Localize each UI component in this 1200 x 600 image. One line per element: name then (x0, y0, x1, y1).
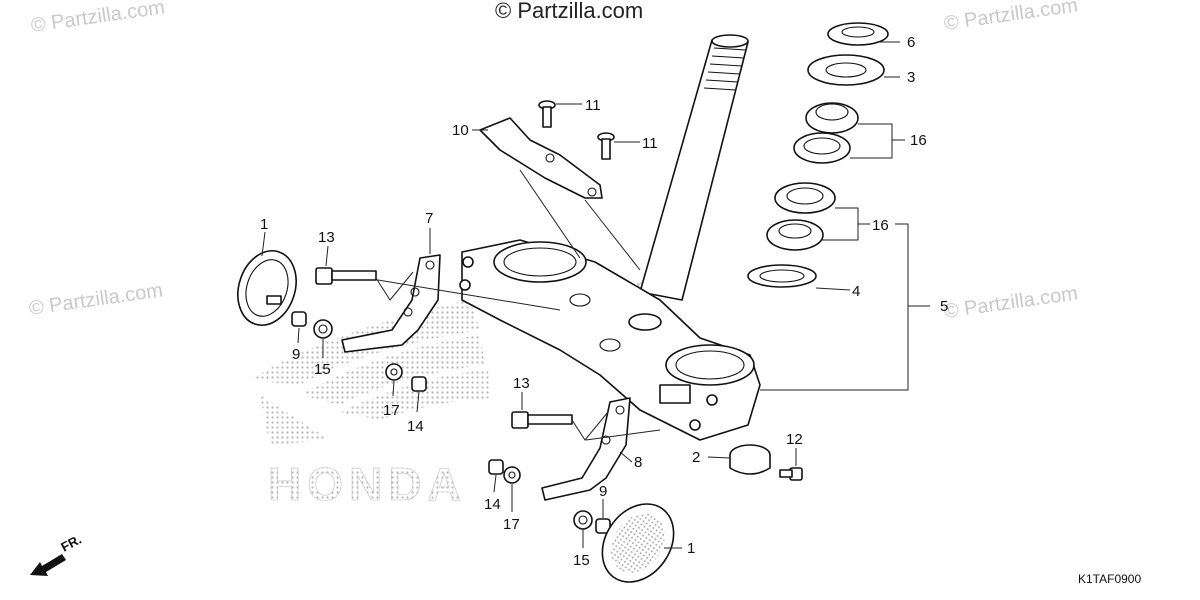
bracket-10 (479, 117, 603, 199)
washer-15-right (573, 510, 593, 530)
watermark-mid-right: © Partzilla.com (943, 282, 1080, 323)
callout-1-left: 1 (260, 216, 268, 233)
callout-7: 7 (425, 210, 433, 227)
callout-5: 5 (940, 298, 948, 315)
nut-14-left (411, 376, 427, 392)
honda-brand-watermark: HONDA (268, 458, 467, 510)
copyright-notice: © Partzilla.com (495, 0, 643, 23)
callout-9-left: 9 (292, 346, 300, 363)
nut-6 (827, 22, 889, 46)
diagram-code: K1TAF0900 (1078, 572, 1141, 586)
washer-15-left (313, 319, 333, 339)
callout-17-right: 17 (503, 516, 520, 533)
bracket-7 (341, 254, 441, 353)
washer-17-left (385, 363, 403, 381)
callout-13-lower: 13 (513, 375, 530, 392)
callout-1-right: 1 (687, 540, 695, 557)
callout-14-right: 14 (484, 496, 501, 513)
honda-wing-logo (250, 300, 490, 445)
washer-3 (807, 54, 885, 86)
callout-3: 3 (907, 69, 915, 86)
callout-15-left: 15 (314, 361, 331, 378)
bolt-13-upper (315, 267, 377, 285)
callout-12: 12 (786, 431, 803, 448)
washer-17-right (503, 466, 521, 484)
leader-lines (261, 41, 930, 549)
callout-10: 10 (452, 122, 469, 139)
bolt-13-lower (511, 411, 573, 429)
nut-14-right (488, 459, 504, 475)
callout-labels: 6 3 16 16 4 5 10 11 11 1 13 7 9 15 17 14… (260, 34, 948, 569)
bolt-12 (779, 467, 803, 481)
callout-9-right: 9 (599, 483, 607, 500)
cap-1-right (601, 503, 675, 583)
callout-13-upper: 13 (318, 229, 335, 246)
watermark-top-right: © Partzilla.com (943, 0, 1080, 35)
bolt-11-b (597, 132, 615, 160)
callout-6: 6 (907, 34, 915, 51)
callout-16-lower: 16 (872, 217, 889, 234)
front-arrow-label: FR. (58, 532, 84, 555)
bracket-8 (541, 397, 631, 501)
callout-14-left: 14 (407, 418, 424, 435)
callout-2: 2 (692, 449, 700, 466)
callout-17-left: 17 (383, 402, 400, 419)
front-arrow-icon (30, 554, 66, 576)
callout-4: 4 (852, 283, 860, 300)
callout-8: 8 (634, 454, 642, 471)
watermark-top-left: © Partzilla.com (30, 0, 167, 37)
callout-15-right: 15 (573, 552, 590, 569)
callout-16-upper: 16 (910, 132, 927, 149)
bolt-11-a (538, 100, 556, 128)
bearing-upper (793, 102, 859, 164)
cap-1-left (237, 250, 297, 326)
callout-11-a: 11 (585, 97, 601, 114)
callout-11-b: 11 (642, 135, 658, 152)
collar-2 (729, 444, 771, 475)
dust-seal-4 (747, 264, 817, 288)
steering-stem (459, 34, 761, 441)
watermark-mid-left: © Partzilla.com (28, 279, 165, 320)
nut-9-left (291, 311, 307, 327)
bearing-lower (766, 182, 836, 251)
